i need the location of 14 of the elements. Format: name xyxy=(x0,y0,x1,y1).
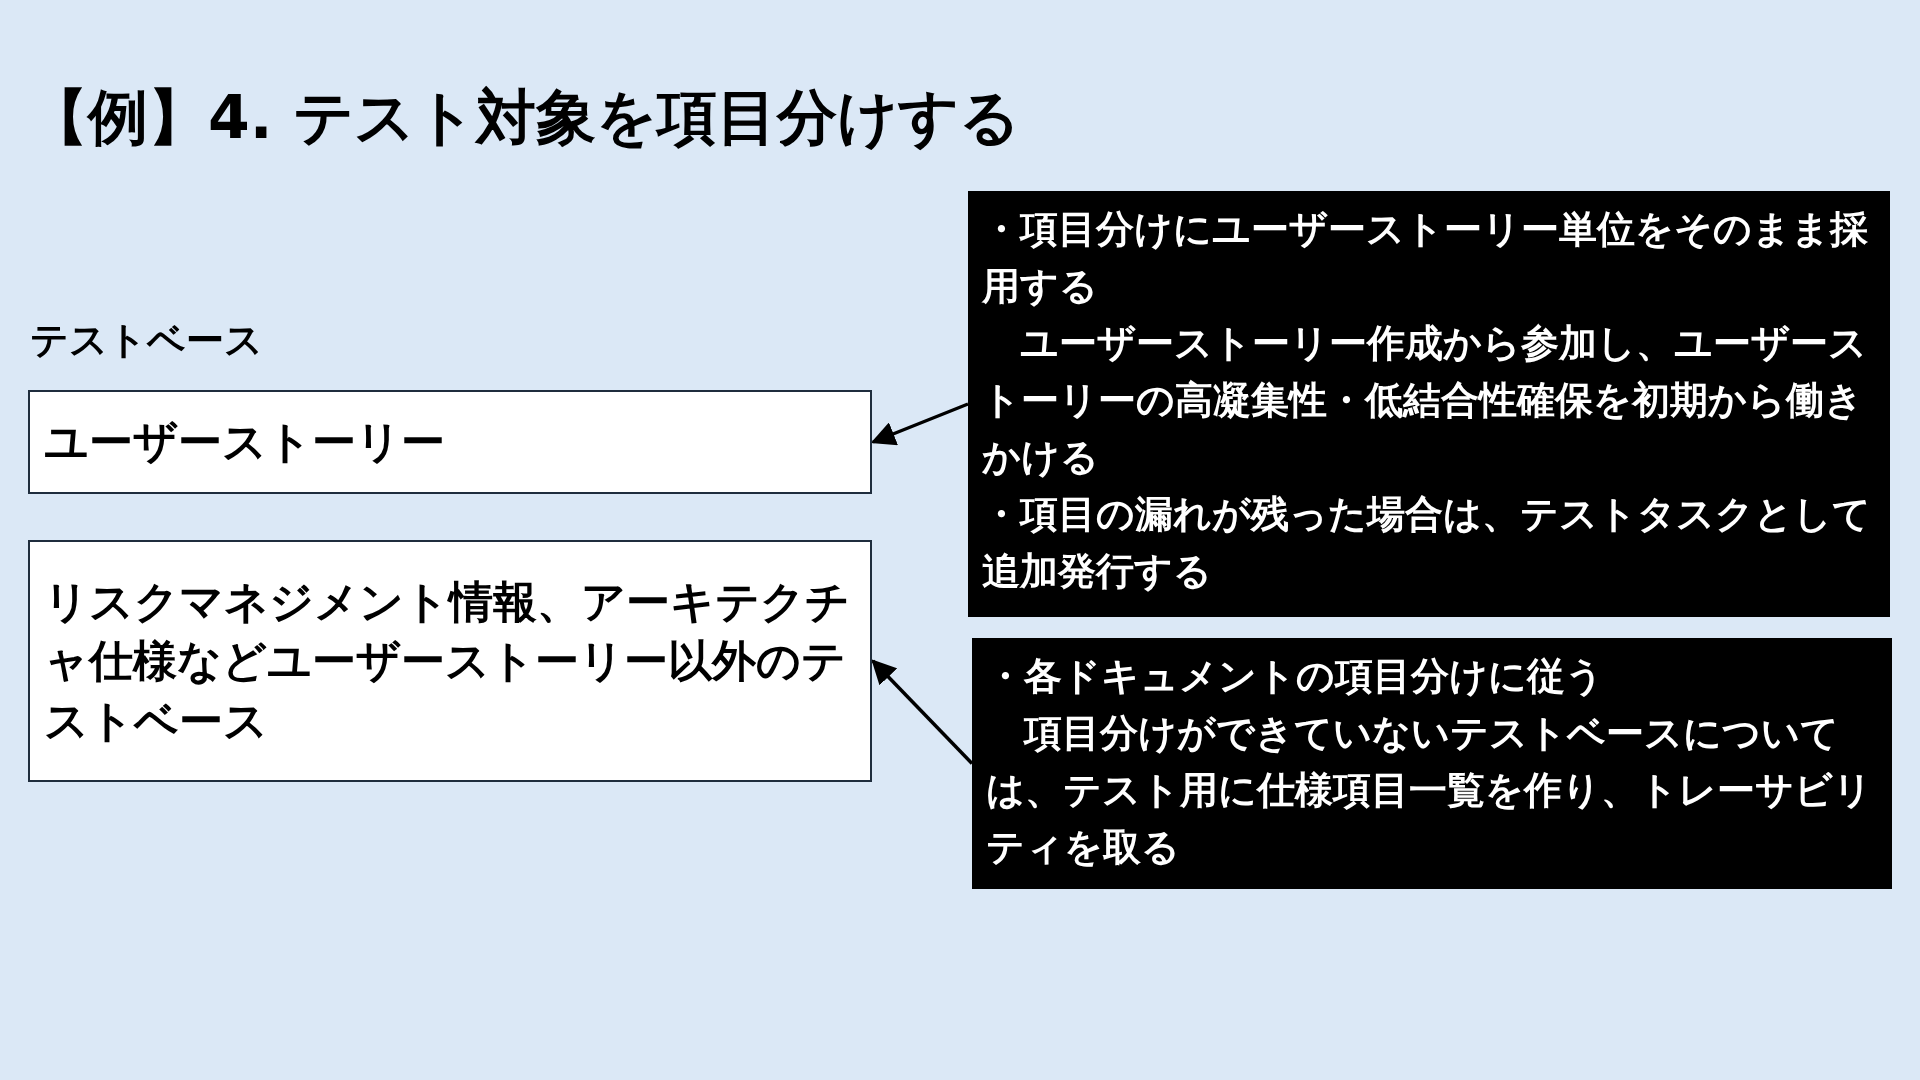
note-box xyxy=(972,638,1892,889)
arrow xyxy=(871,659,974,765)
section-label: テストベース xyxy=(30,317,263,364)
note-text: ・各ドキュメントの項目分けに従う xyxy=(986,653,1605,700)
content-box xyxy=(28,390,872,494)
note-text: 項目分けができていないテストベースについては、テスト用に仕様項目一覧を作り、トレーサビリティを取る xyxy=(986,710,1873,871)
note-text: ユーザーストーリー作成から参加し、ユーザーストーリーの高凝集性・低結合性確保を初期から働きかける xyxy=(982,320,1868,481)
note-text: ・項目分けにユーザーストーリー単位をそのまま採用する xyxy=(982,206,1869,310)
note-box xyxy=(968,191,1890,617)
note-text: ユーザーストーリー xyxy=(44,415,445,470)
content-box xyxy=(28,540,872,782)
note-text: リスクマネジメント情報、アーキテクチャ仕様などユーザーストーリー以外のテストベース xyxy=(44,574,851,748)
title: 【例】4. テスト対象を項目分けする xyxy=(28,81,1021,154)
note-text: ・項目の漏れが残った場合は、テストタスクとして追加発行する xyxy=(982,491,1872,595)
